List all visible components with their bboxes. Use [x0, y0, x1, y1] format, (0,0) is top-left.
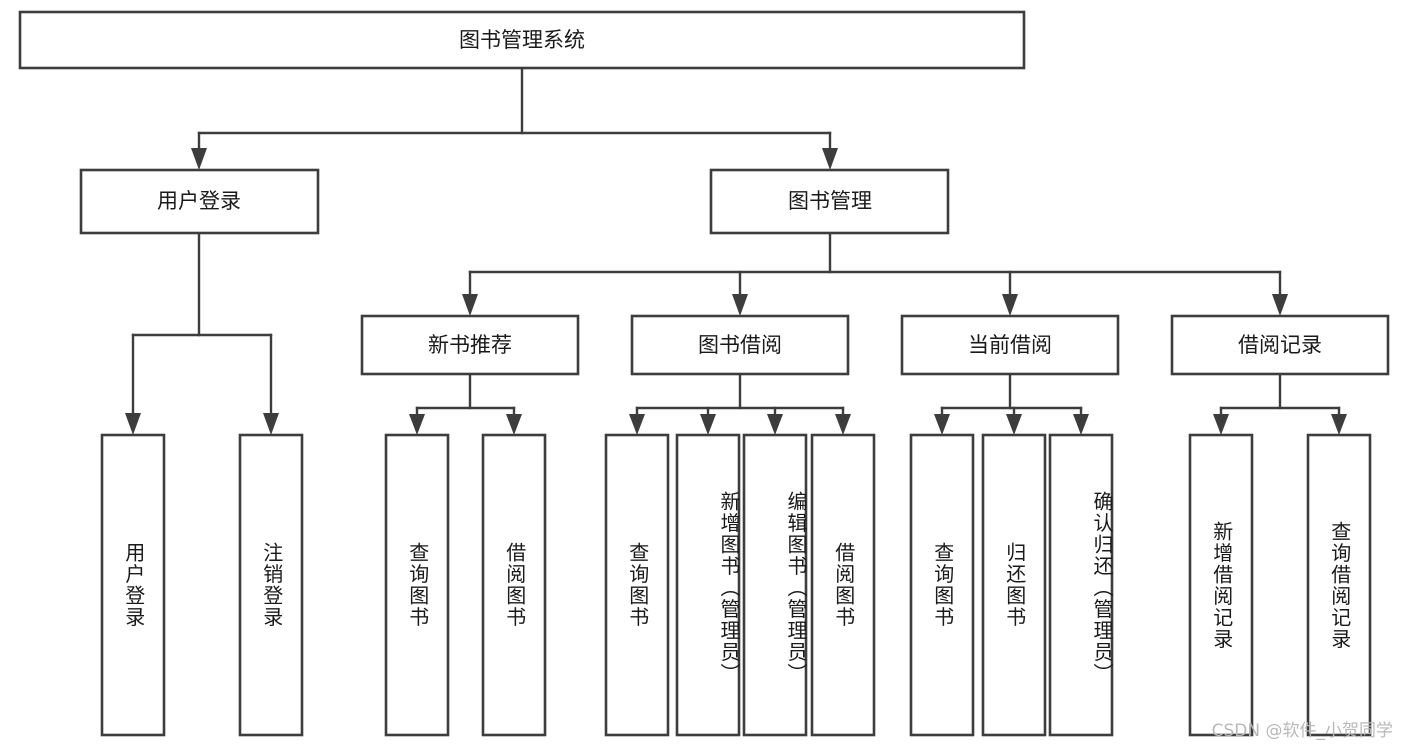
arrow-head-leaf-edit-book: [767, 414, 783, 435]
node-book-manage-box[interactable]: [709, 168, 950, 235]
arrow-head-leaf-return-book: [1006, 414, 1022, 435]
node-root-box[interactable]: [18, 10, 1026, 70]
node-book-manage-label: 图书管理: [788, 189, 872, 213]
leaf-return-book-box[interactable]: [981, 433, 1047, 737]
leaf-logout-box[interactable]: [238, 433, 304, 737]
node-user-login-box[interactable]: [79, 168, 320, 235]
arrow-head-leaf-query-book-1: [409, 414, 425, 435]
node-root[interactable]: 图书管理系统: [18, 10, 1026, 70]
leaf-query-record-box[interactable]: [1306, 433, 1372, 737]
arrow-head-leaf-user-login: [125, 413, 141, 435]
arrow-head-book-borrow: [732, 294, 748, 316]
csdn-watermark: CSDN @软件_小贺同学: [1211, 721, 1393, 741]
arrow-head-current-borrow: [1002, 294, 1018, 316]
connector-group-current-borrow-to-leaves: [934, 372, 1089, 435]
node-new-book-recommend-label: 新书推荐: [428, 333, 512, 357]
arrow-head-leaf-add-book: [700, 414, 716, 435]
leaf-query-book-1-box[interactable]: [384, 433, 450, 737]
connector-group-root-to-level2: [191, 66, 838, 170]
leaf-user-login-box[interactable]: [100, 433, 166, 737]
arrow-head-borrow-record: [1272, 294, 1288, 316]
arrow-head-leaf-add-record: [1213, 414, 1229, 435]
node-book-borrow-box[interactable]: [630, 314, 850, 376]
arrow-head-book-manage: [822, 148, 838, 170]
node-book-borrow[interactable]: 图书借阅: [630, 314, 850, 376]
leaf-boxes-group: [100, 433, 1372, 737]
leaf-query-book-3-box[interactable]: [909, 433, 975, 737]
arrow-head-leaf-logout: [263, 413, 279, 435]
leaf-edit-book-box[interactable]: [742, 433, 808, 737]
node-user-login-label: 用户登录: [157, 189, 241, 213]
arrow-head-leaf-borrow-book-2: [835, 414, 851, 435]
node-borrow-record[interactable]: 借阅记录: [1170, 314, 1390, 376]
arrow-head-leaf-borrow-book-1: [506, 414, 522, 435]
leaf-add-record-box[interactable]: [1188, 433, 1254, 737]
arrow-head-new-book-recommend: [462, 294, 478, 316]
arrow-head-leaf-query-book-2: [629, 414, 645, 435]
arrow-head-user-login: [191, 148, 207, 170]
arrow-head-leaf-query-record: [1331, 414, 1347, 435]
node-user-login[interactable]: 用户登录: [79, 168, 320, 235]
leaf-confirm-return-box[interactable]: [1048, 433, 1114, 737]
node-root-label: 图书管理系统: [459, 28, 585, 52]
leaf-borrow-book-2-box[interactable]: [810, 433, 876, 737]
leaf-query-book-2-box[interactable]: [604, 433, 670, 737]
arrow-head-leaf-query-book-3: [934, 414, 950, 435]
node-book-manage[interactable]: 图书管理: [709, 168, 950, 235]
arrow-head-leaf-confirm-return: [1073, 414, 1089, 435]
connector-group-new-book-recommend-to-leaves: [409, 372, 522, 435]
connector-group-book-borrow-to-leaves: [629, 372, 851, 435]
leaf-borrow-book-1-box[interactable]: [481, 433, 547, 737]
node-borrow-record-label: 借阅记录: [1238, 333, 1322, 357]
leaf-add-book-box[interactable]: [675, 433, 741, 737]
connector-group-book-manage-to-level3: [462, 231, 1288, 316]
node-book-borrow-label: 图书借阅: [698, 333, 782, 357]
node-new-book-recommend-box[interactable]: [360, 314, 580, 376]
node-current-borrow-label: 当前借阅: [968, 333, 1052, 357]
connector-group-user-login-to-leaves: [125, 231, 279, 435]
node-new-book-recommend[interactable]: 新书推荐: [360, 314, 580, 376]
node-borrow-record-box[interactable]: [1170, 314, 1390, 376]
node-current-borrow[interactable]: 当前借阅: [900, 314, 1120, 376]
connector-group-borrow-record-to-leaves: [1213, 372, 1347, 435]
node-current-borrow-box[interactable]: [900, 314, 1120, 376]
